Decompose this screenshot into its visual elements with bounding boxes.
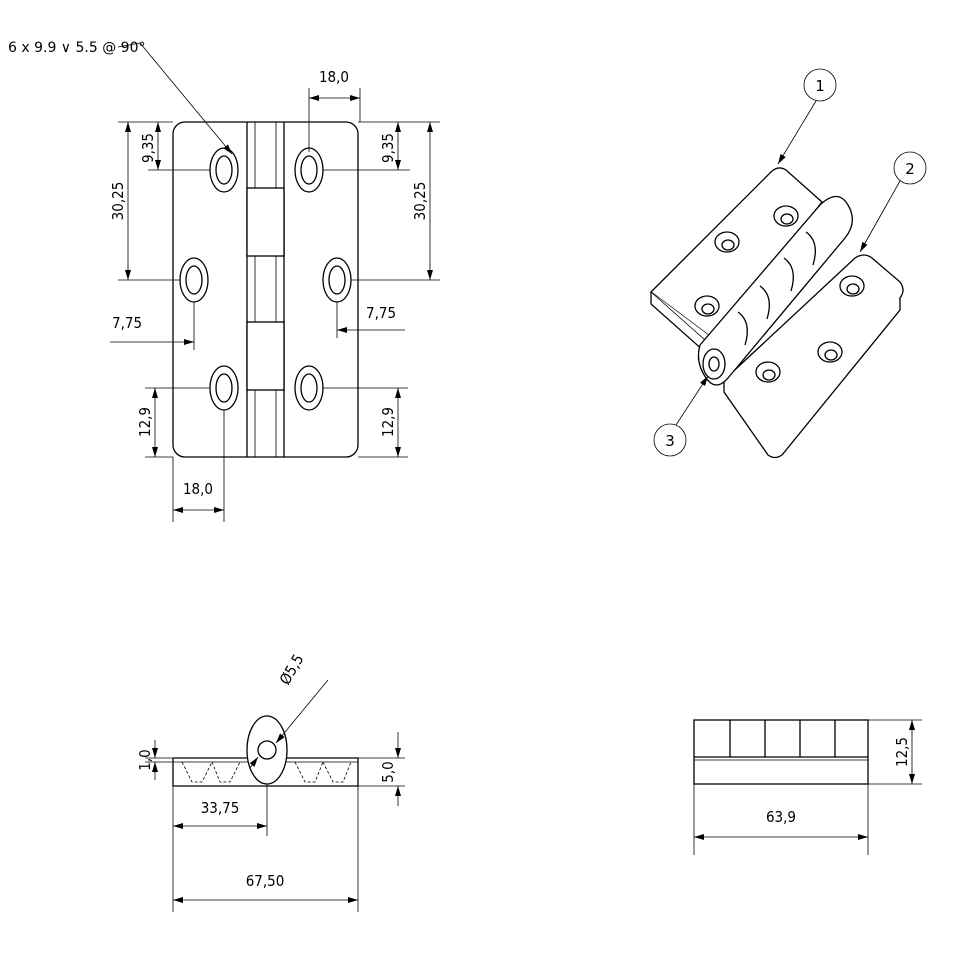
hinge-plate-outline bbox=[172, 121, 359, 458]
balloon-2: 2 bbox=[859, 151, 927, 253]
svg-text:3: 3 bbox=[665, 432, 675, 450]
countersunk-hole bbox=[209, 365, 239, 411]
svg-text:2: 2 bbox=[905, 160, 915, 178]
countersunk-hole bbox=[694, 295, 720, 317]
countersunk-hole bbox=[839, 275, 865, 297]
dim-right-side: 7,75 bbox=[366, 304, 396, 322]
front-view: 6 x 9.9 ∨ 5.5 @ 90° 18,0 9,35 30,25 9,35… bbox=[8, 40, 440, 522]
countersunk-hole bbox=[817, 341, 843, 363]
dim-total-width: 67,50 bbox=[246, 872, 285, 890]
dim-left-top-offset: 9,35 bbox=[139, 133, 157, 163]
countersunk-hole bbox=[209, 147, 239, 193]
dim-top-width: 18,0 bbox=[319, 68, 349, 86]
dim-left-height: 30,25 bbox=[109, 182, 127, 221]
svg-text:1: 1 bbox=[815, 77, 825, 95]
dim-leaf-thickness: 1,0 bbox=[136, 749, 154, 770]
countersunk-hole bbox=[714, 231, 740, 253]
balloon-1: 1 bbox=[777, 68, 837, 165]
countersunk-hole bbox=[179, 257, 209, 303]
balloon-3: 3 bbox=[653, 375, 709, 457]
hole-callout: 6 x 9.9 ∨ 5.5 @ 90° bbox=[8, 40, 145, 56]
end-view: 12,5 63,9 bbox=[693, 719, 922, 855]
countersunk-hole bbox=[773, 205, 799, 227]
side-view: Ø5,5 1,0 5,0 33,75 67,50 bbox=[136, 651, 405, 912]
countersunk-hole bbox=[322, 257, 352, 303]
knuckle-segment bbox=[246, 187, 285, 257]
countersunk-hole bbox=[755, 361, 781, 383]
dim-right-top-offset: 9,35 bbox=[379, 133, 397, 163]
end-view-outline bbox=[693, 719, 869, 785]
dim-end-length: 63,9 bbox=[766, 808, 796, 826]
knuckle-section bbox=[246, 715, 288, 785]
dim-left-bottom: 12,9 bbox=[136, 407, 154, 437]
left-leaf bbox=[650, 167, 823, 353]
dim-pin-diameter: Ø5,5 bbox=[276, 651, 308, 688]
dim-height: 5,0 bbox=[379, 761, 397, 782]
isometric-view: 1 2 3 bbox=[650, 68, 927, 459]
dim-end-height: 12,5 bbox=[893, 737, 911, 767]
knuckle-cylinder bbox=[697, 195, 853, 386]
dim-left-side: 7,75 bbox=[112, 314, 142, 332]
dim-bottom-width: 18,0 bbox=[183, 480, 213, 498]
countersunk-hole bbox=[294, 147, 324, 193]
countersunk-hole bbox=[294, 365, 324, 411]
dim-half-width: 33,75 bbox=[201, 799, 240, 817]
right-leaf bbox=[723, 254, 904, 459]
dim-right-bottom: 12,9 bbox=[379, 407, 397, 437]
dim-right-height: 30,25 bbox=[411, 182, 429, 221]
pin-hole bbox=[257, 740, 277, 760]
knuckle-segment bbox=[246, 321, 285, 391]
